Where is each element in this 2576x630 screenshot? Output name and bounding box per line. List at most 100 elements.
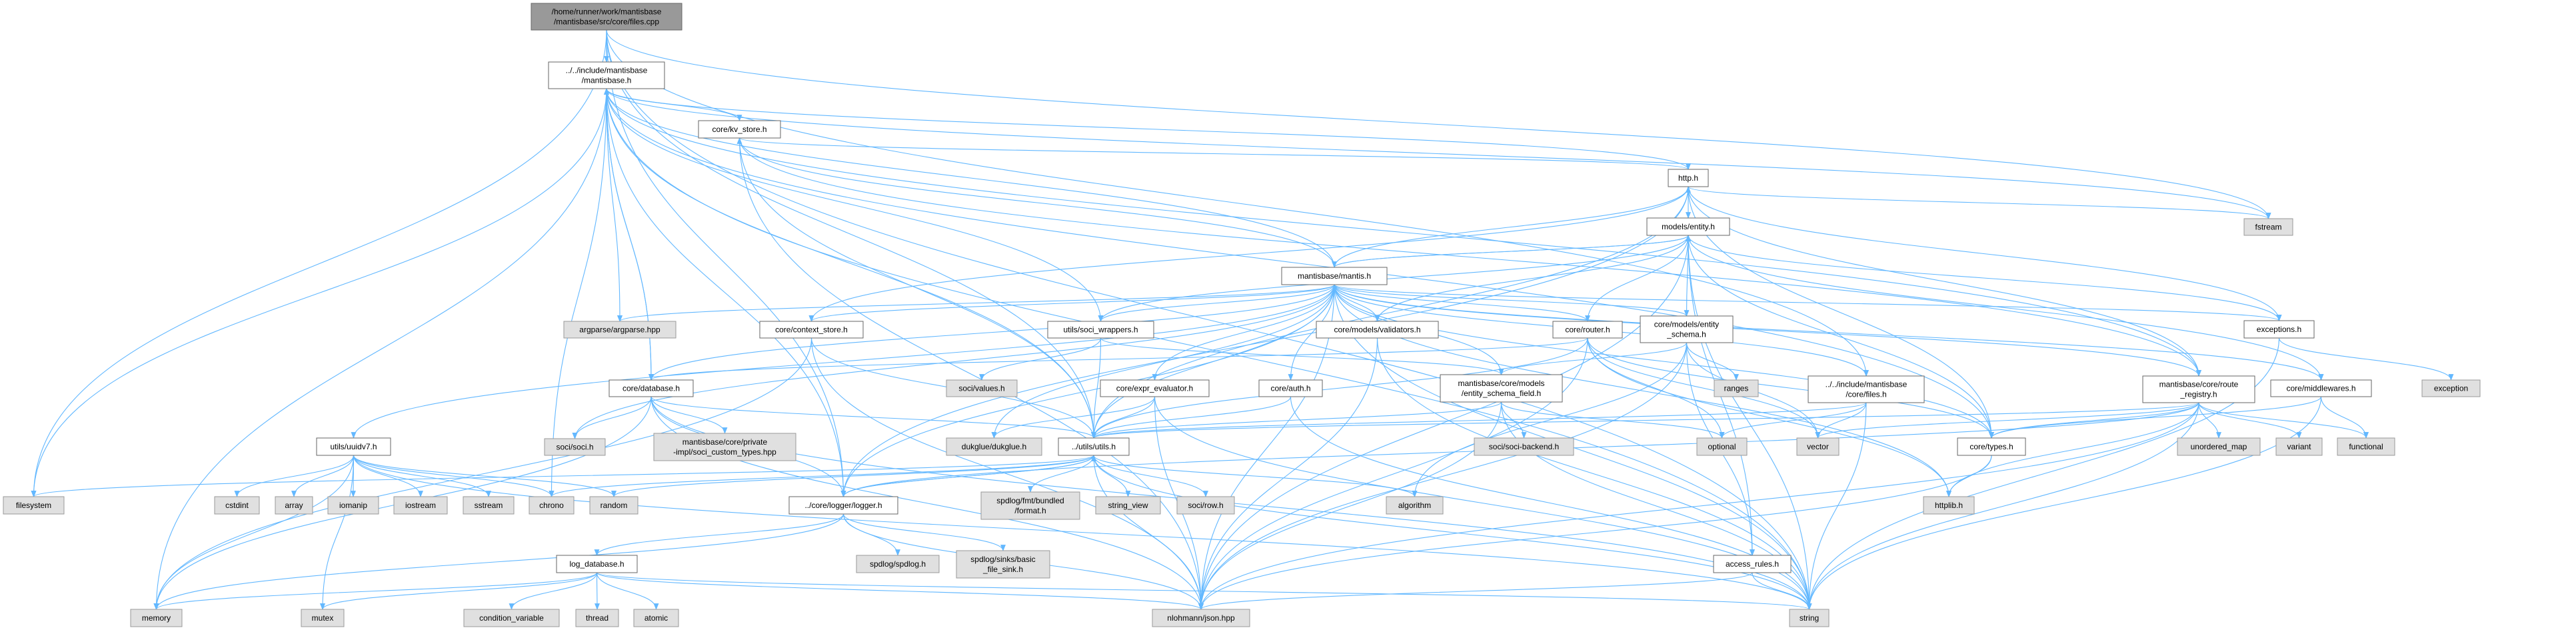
node-label: _schema.h [1666,330,1706,339]
node-mantis-h[interactable]: mantisbase/mantis.h [1281,267,1388,285]
node-box [563,321,676,339]
node-box [1646,217,1730,236]
edge-http_h-to-exceptions_h [1688,186,2282,321]
node-label: _registry.h [2179,390,2217,399]
node-array: array [275,496,313,515]
node-label: soci/soci-backend.h [1489,442,1559,451]
edge-uuidv7-to-mutex [320,455,355,610]
edge-uuidv7-to-memory [153,455,355,610]
node-soci-wrappers[interactable]: utils/soci_wrappers.h [1047,321,1154,339]
node-box [2243,320,2315,339]
node-box [327,496,379,515]
node-box [980,491,1080,520]
node-box [2275,437,2323,456]
node-soci-row: soci/row.h [1176,496,1235,515]
node-chrono: chrono [529,496,575,515]
node-route-registry[interactable]: mantisbase/core/route_registry.h [2142,375,2255,403]
node-label: log_database.h [569,559,624,569]
edge-uuidv7-to-cstdint [234,455,355,497]
edge-route_registry-to-string [1806,402,2199,610]
node-log-database[interactable]: log_database.h [556,555,638,573]
node-box [956,550,1050,579]
node-auth-h[interactable]: core/auth.h [1258,379,1323,397]
edge-mantis_h-to-entity_h [1334,235,1691,268]
node-box [214,496,260,515]
node-string-view: string_view [1095,496,1161,515]
edge-kv_store-to-utils_h [738,137,1096,439]
edge-entity_schema-to-json [1198,342,1688,610]
node-kv-store[interactable]: core/kv_store.h [698,120,781,139]
edge-kv_store-to-json [738,137,1204,610]
edge-mantis_h-to-dukglue [991,284,1335,439]
node-http-h[interactable]: http.h [1668,169,1709,187]
edge-mantis_h-to-middlewares [1334,284,2324,381]
node-database-h[interactable]: core/database.h [609,379,694,397]
edge-files_h-to-optional [1719,402,1867,439]
node-uuidv7[interactable]: utils/uuidv7.h [316,437,391,456]
node-box [393,496,448,515]
nodes-layer: /home/runner/work/mantisbase/mantisbase/… [3,3,2481,627]
node-types-h[interactable]: core/types.h [1957,437,2026,456]
node-schema-field[interactable]: mantisbase/core/models/entity_schema_fie… [1440,374,1563,403]
node-box [1100,379,1210,397]
edge-schema_field-to-optional [1500,401,1725,439]
node-label: core/context_store.h [775,325,848,335]
node-files-h[interactable]: ../../include/mantisbase/core/files.h [1808,375,1925,403]
node-label: /core/files.h [1846,390,1886,399]
node-soci-values: soci/values.h [946,379,1018,397]
node-atomic: atomic [633,609,679,627]
edge-uuidv7-to-array [291,455,355,497]
node-filesystem: filesystem [3,496,65,515]
node-utils-h[interactable]: ../utils/utils.h [1058,437,1130,456]
node-label: algorithm [1398,501,1431,510]
node-box [316,437,391,456]
node-label: ../../include/mantisbase [566,66,648,75]
edge-logger_h-to-file_sink [842,513,1006,551]
edge-mantisbase_h-to-http_h [606,88,1691,170]
node-box [1176,496,1235,515]
node-entity-h[interactable]: models/entity.h [1646,217,1730,236]
edge-files_cpp-to-logger_h [606,29,846,497]
node-box [275,496,313,515]
node-label: soci/values.h [958,384,1004,393]
node-iostream: iostream [393,496,448,515]
node-label: random [601,501,628,510]
node-cstdint: cstdint [214,496,260,515]
node-middlewares[interactable]: core/middlewares.h [2270,379,2372,397]
node-exception: exception [2421,379,2481,397]
edge-mantis_h-to-json [1198,284,1335,610]
edge-uuidv7-to-sstream [353,455,491,497]
node-spdlog: spdlog/spdlog.h [856,555,940,573]
node-router[interactable]: core/router.h [1552,321,1623,339]
edge-mantisbase_h-to-logger_h [606,88,846,497]
node-label: sstream [475,501,503,510]
node-box [1095,496,1161,515]
node-validators[interactable]: core/models/validators.h [1316,321,1439,339]
node-label: argparse/argparse.hpp [579,325,660,335]
node-label: core/middlewares.h [2286,384,2355,393]
node-random: random [589,496,639,515]
node-files-cpp[interactable]: /home/runner/work/mantisbase/mantisbase/… [531,3,682,31]
node-label: core/models/validators.h [1334,325,1420,335]
node-mutex: mutex [301,609,345,627]
node-mantisbase-h[interactable]: ../../include/mantisbase/mantisbase.h [548,61,665,89]
node-label: condition_variable [479,613,544,623]
node-label: iostream [405,501,436,510]
node-expr-evaluator[interactable]: core/expr_evaluator.h [1100,379,1210,397]
node-logger-h[interactable]: ../core/logger/logger.h [788,496,898,515]
node-context-store[interactable]: core/context_store.h [759,321,864,339]
edge-utils_h-to-fmt_format [1028,455,1094,493]
edge-uuidv7-to-string [353,455,1812,610]
node-access-rules[interactable]: access_rules.h [1713,555,1792,573]
edge-uuidv7-to-chrono [353,455,555,497]
node-json: nlohmann/json.hpp [1152,609,1250,627]
node-iomanip: iomanip [327,496,379,515]
node-label: soci/row.h [1188,501,1223,510]
node-box [759,321,864,339]
node-exceptions-h[interactable]: exceptions.h [2243,320,2315,339]
node-label: http.h [1678,173,1698,183]
node-algorithm: algorithm [1386,496,1444,515]
node-entity-schema[interactable]: core/models/entity_schema.h [1640,315,1734,343]
edge-files_cpp-to-files_h [606,29,1869,377]
